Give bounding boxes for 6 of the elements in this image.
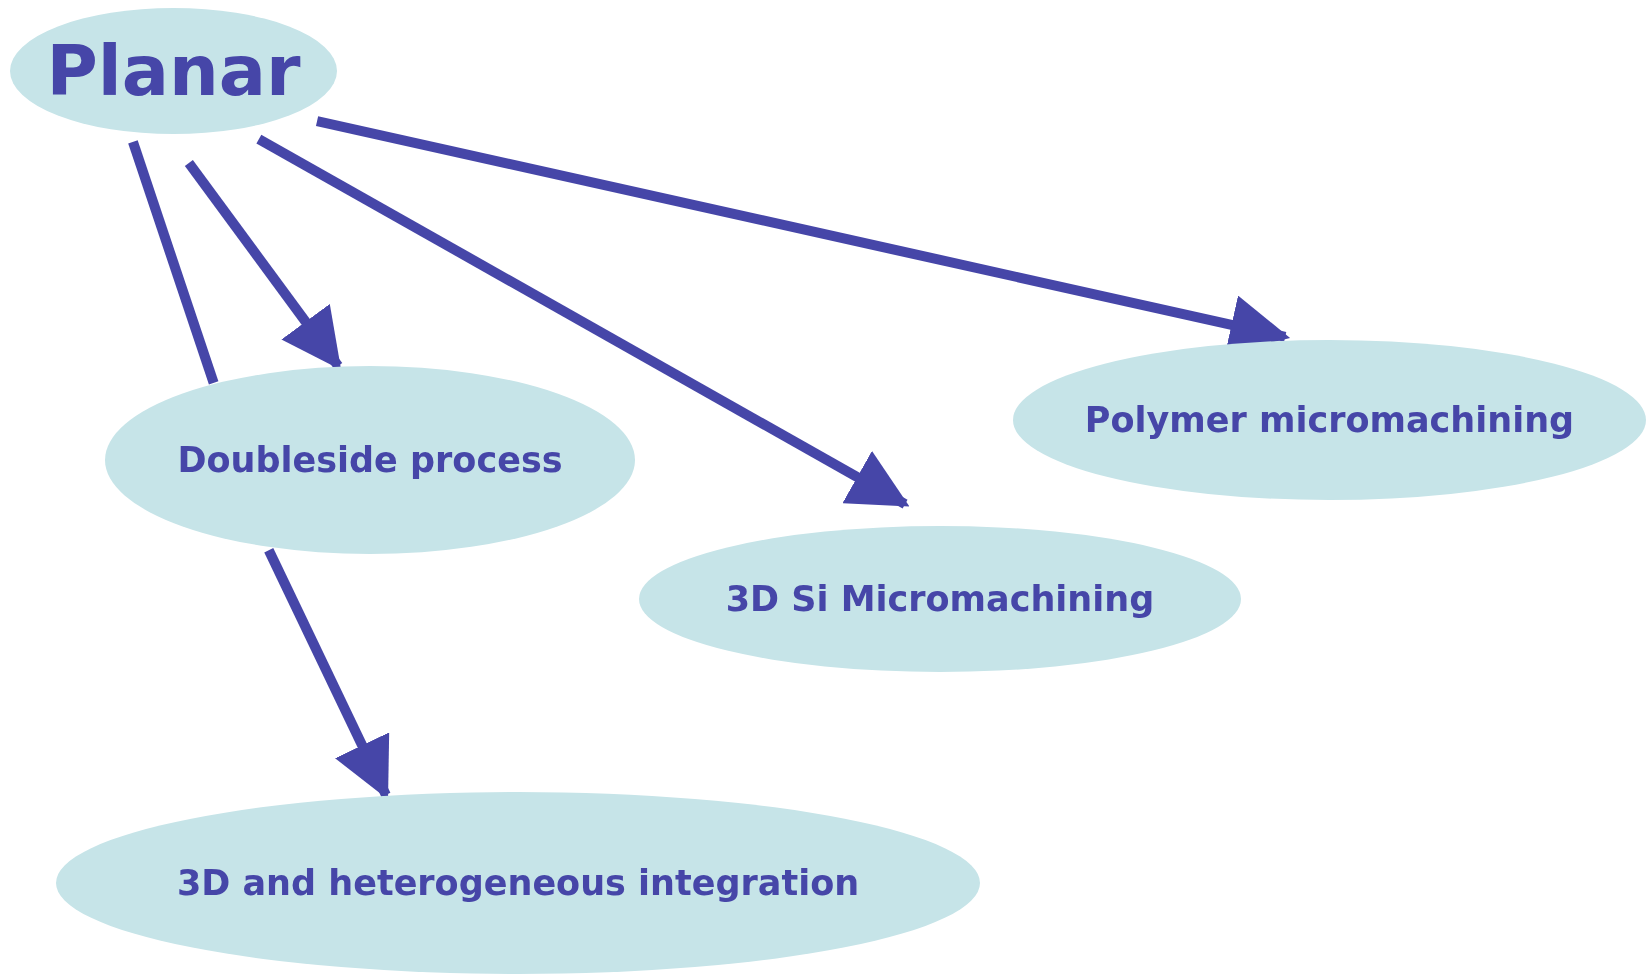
- node-label: 3D and heterogeneous integration: [176, 861, 860, 905]
- node-label: Doubleside process: [177, 438, 563, 482]
- node-label: 3D Si Micromachining: [725, 577, 1155, 621]
- arrow: [256, 134, 910, 509]
- node-label: Polymer micromachining: [1084, 398, 1575, 442]
- node-label: Planar: [46, 28, 301, 114]
